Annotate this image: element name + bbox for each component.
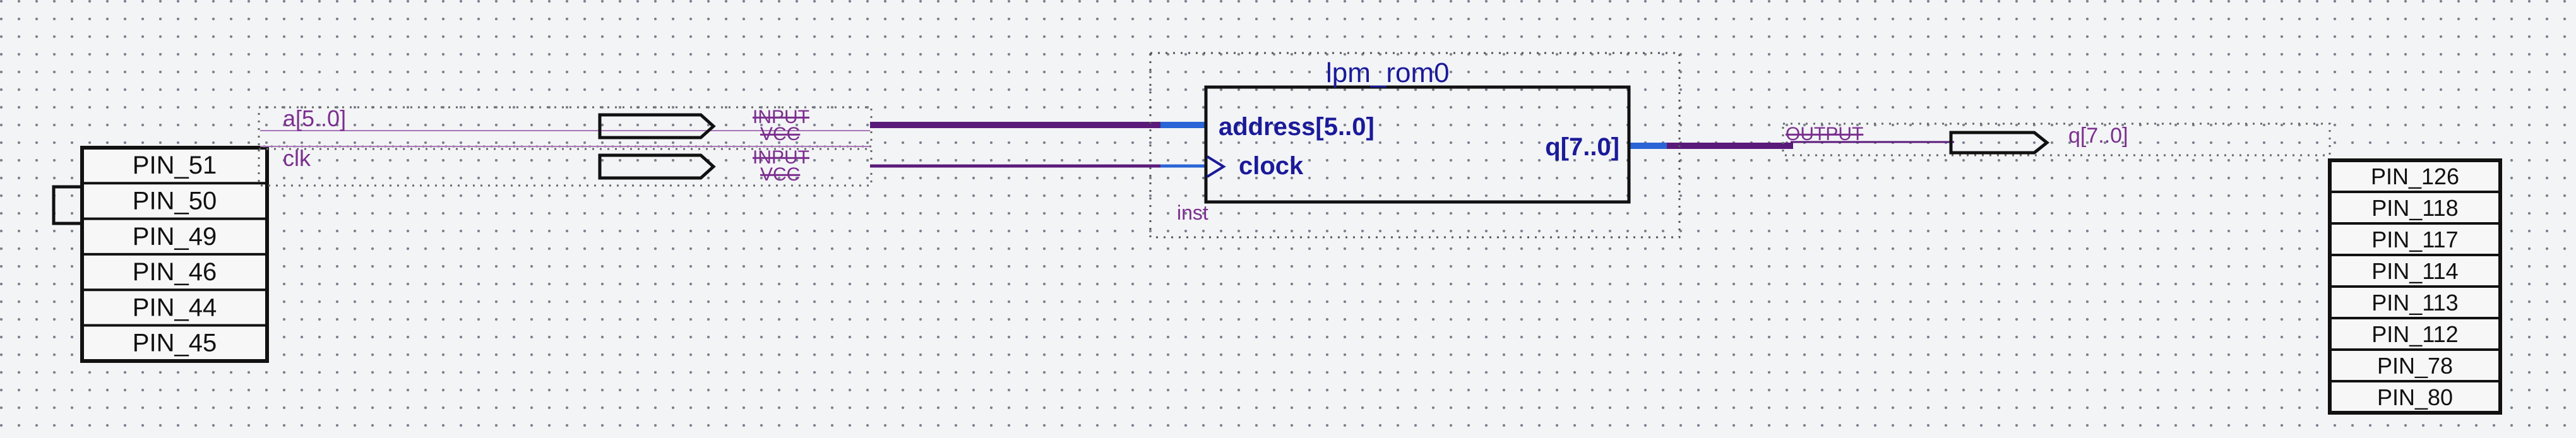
right-pin-label: PIN_114 — [2371, 258, 2458, 284]
right-pin-table: PIN_126PIN_118PIN_117PIN_114PIN_113PIN_1… — [2328, 158, 2502, 415]
input-clk-label: clk — [283, 145, 311, 171]
input-a-vcc: VCC — [760, 124, 800, 145]
rom-instance-name: inst — [1177, 201, 1208, 224]
left-pin-label: PIN_44 — [133, 293, 217, 321]
right-pin-label: PIN_112 — [2371, 321, 2458, 347]
left-pin-label: PIN_45 — [133, 329, 217, 357]
output-q-label: q[7..0] — [2068, 124, 2128, 148]
left-pin-label: PIN_46 — [133, 258, 217, 286]
right-pin-label: PIN_78 — [2377, 353, 2453, 379]
rom-port-q: q[7..0] — [1545, 133, 1619, 161]
input-pin-a[interactable]: a[5..0] INPUT VCC — [258, 105, 873, 148]
input-a-type: INPUT — [753, 107, 809, 127]
right-pin-label: PIN_126 — [2371, 163, 2459, 189]
right-pin-label: PIN_80 — [2377, 384, 2453, 410]
output-type: OUTPUT — [1786, 124, 1863, 145]
input-clk-type: INPUT — [753, 147, 809, 168]
rom-port-address: address[5..0] — [1219, 113, 1374, 141]
left-pin-label: PIN_50 — [133, 187, 217, 215]
right-pin-label: PIN_118 — [2371, 195, 2458, 221]
rom-title: lpm_rom0 — [1326, 57, 1450, 88]
left-pin-label: PIN_51 — [133, 151, 217, 179]
right-pin-label: PIN_117 — [2371, 227, 2458, 252]
clock-edge-icon — [1206, 155, 1226, 178]
input-a-label: a[5..0] — [283, 105, 346, 131]
rom-port-clock: clock — [1239, 152, 1304, 180]
output-pin-q[interactable]: OUTPUT q[7..0] — [1782, 122, 2331, 157]
right-pin-label: PIN_113 — [2371, 290, 2458, 316]
lpm-rom0-symbol[interactable]: lpm_rom0 address[5..0] clock q[7..0] ins… — [1149, 52, 1681, 239]
input-clk-vcc: VCC — [760, 164, 800, 185]
left-pin-label: PIN_49 — [133, 223, 217, 251]
